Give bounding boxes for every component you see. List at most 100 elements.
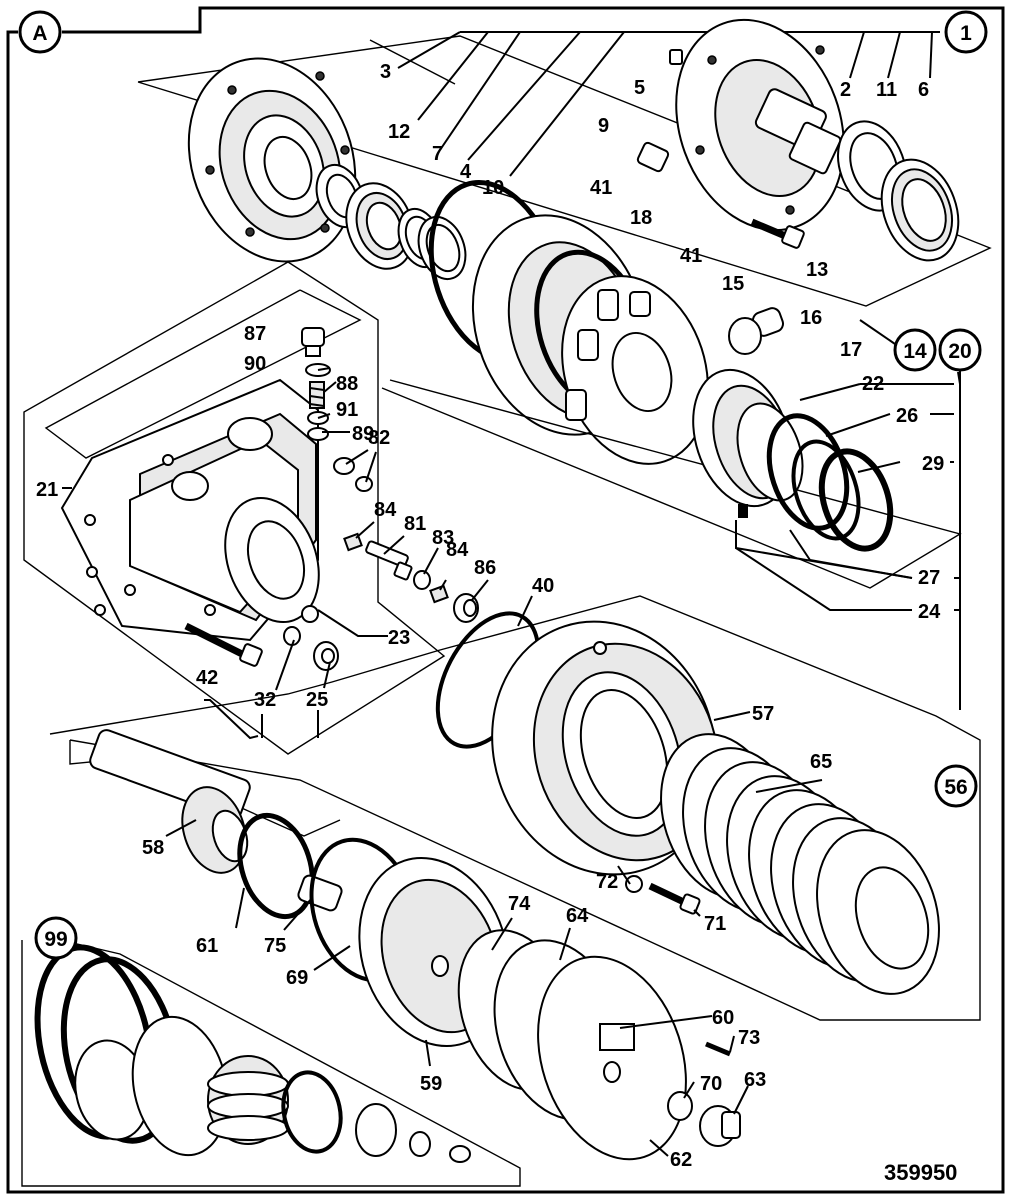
section-callout-a: A <box>18 10 62 54</box>
callout-56: 56 <box>934 764 978 808</box>
label-25: 25 <box>306 689 328 711</box>
outer-frame <box>6 6 1005 1194</box>
leader-14 <box>859 319 896 345</box>
key-24 <box>738 504 748 518</box>
bolt-13 <box>750 218 805 249</box>
ring-29 <box>818 448 894 552</box>
plug-9 <box>636 141 670 173</box>
label-89: 89 <box>352 423 374 445</box>
seal-kit-99 <box>34 944 471 1163</box>
bolt-42 <box>184 622 263 667</box>
diagram-number: 359950 <box>884 1160 957 1185</box>
label-7: 7 <box>432 143 443 165</box>
label-87: 87 <box>244 323 266 345</box>
valve-block-21 <box>60 378 320 642</box>
label-74: 74 <box>508 893 531 915</box>
callout-1: 1 <box>944 10 988 54</box>
bolt-71 <box>648 882 701 915</box>
label-84b: 84 <box>446 539 469 561</box>
screw-73 <box>705 1041 731 1057</box>
group-20-leaders <box>735 350 961 710</box>
label-83: 83 <box>432 527 454 549</box>
svg-text:14: 14 <box>903 340 927 363</box>
label-69: 69 <box>286 967 308 989</box>
callout-14: 14 <box>893 328 937 372</box>
label-57: 57 <box>752 703 774 725</box>
label-88: 88 <box>336 373 358 395</box>
label-6: 6 <box>918 79 929 101</box>
label-42: 42 <box>196 667 218 689</box>
label-24: 24 <box>918 601 941 623</box>
plug-63 <box>699 1105 741 1147</box>
washer-72 <box>625 875 643 893</box>
group-99-boundary <box>21 939 521 1187</box>
label-58: 58 <box>142 837 164 859</box>
label-17: 17 <box>840 339 862 361</box>
washer-83 <box>413 570 431 590</box>
rotor-15 <box>561 275 709 465</box>
group-1-inner <box>369 39 456 85</box>
group-14-boundary <box>381 379 962 589</box>
group-1-leaders <box>397 31 940 177</box>
friction-plates-65 <box>660 733 940 995</box>
flange-housing-3 <box>187 57 357 263</box>
ring-26 <box>766 413 850 531</box>
label-82: 82 <box>368 427 390 449</box>
spring-84-right <box>429 584 449 604</box>
label-86: 86 <box>474 557 496 579</box>
group-56-boundary <box>49 595 981 1021</box>
group-56-leaders <box>165 711 823 1157</box>
o-ring-70 <box>667 1091 693 1121</box>
label-70: 70 <box>700 1073 722 1095</box>
label-3: 3 <box>380 61 391 83</box>
label-62: 62 <box>670 1149 692 1171</box>
label-84a: 84 <box>374 499 397 521</box>
label-26: 26 <box>896 405 918 427</box>
label-81: 81 <box>404 513 426 535</box>
svg-text:1: 1 <box>960 22 972 45</box>
bearing-7 <box>345 182 415 270</box>
leader-20 <box>957 371 961 385</box>
group-21-boundary <box>23 261 446 755</box>
group-1-boundary <box>137 35 992 307</box>
label-64: 64 <box>566 905 589 927</box>
label-72: 72 <box>596 871 618 893</box>
cap-87 <box>301 327 325 357</box>
label-60: 60 <box>712 1007 734 1029</box>
pin-5 <box>669 49 683 65</box>
hub-flange-2 <box>675 18 845 232</box>
part-labels: 3 12 7 4 10 5 9 2 11 6 13 41 18 41 15 16… <box>36 61 944 1171</box>
label-11: 11 <box>876 79 897 101</box>
label-90: 90 <box>244 353 266 375</box>
label-73: 73 <box>738 1027 760 1049</box>
label-13: 13 <box>806 259 828 281</box>
label-63: 63 <box>744 1069 766 1091</box>
plug-86 <box>453 593 479 623</box>
label-41b: 41 <box>680 245 702 267</box>
spring-88 <box>309 381 325 409</box>
callout-99: 99 <box>34 916 78 960</box>
label-9: 9 <box>598 115 609 137</box>
label-5: 5 <box>634 77 645 99</box>
label-65: 65 <box>810 751 832 773</box>
spool-81 <box>365 540 413 581</box>
label-75: 75 <box>264 935 286 957</box>
label-91: 91 <box>336 399 358 421</box>
svg-text:99: 99 <box>44 928 67 951</box>
label-71: 71 <box>704 913 726 935</box>
label-15: 15 <box>722 273 744 295</box>
label-16: 16 <box>800 307 822 329</box>
end-cover-62 <box>537 955 687 1161</box>
plug-32 <box>283 626 301 646</box>
label-41a: 41 <box>590 177 612 199</box>
label-2: 2 <box>840 79 851 101</box>
washer-89 <box>307 427 329 441</box>
roller-17 <box>728 317 762 355</box>
plug-25 <box>313 641 339 671</box>
group-21-inner <box>44 289 362 459</box>
label-61: 61 <box>196 935 218 957</box>
label-10: 10 <box>482 177 504 199</box>
callout-20: 20 <box>938 328 982 372</box>
shaft-58 <box>89 729 251 874</box>
